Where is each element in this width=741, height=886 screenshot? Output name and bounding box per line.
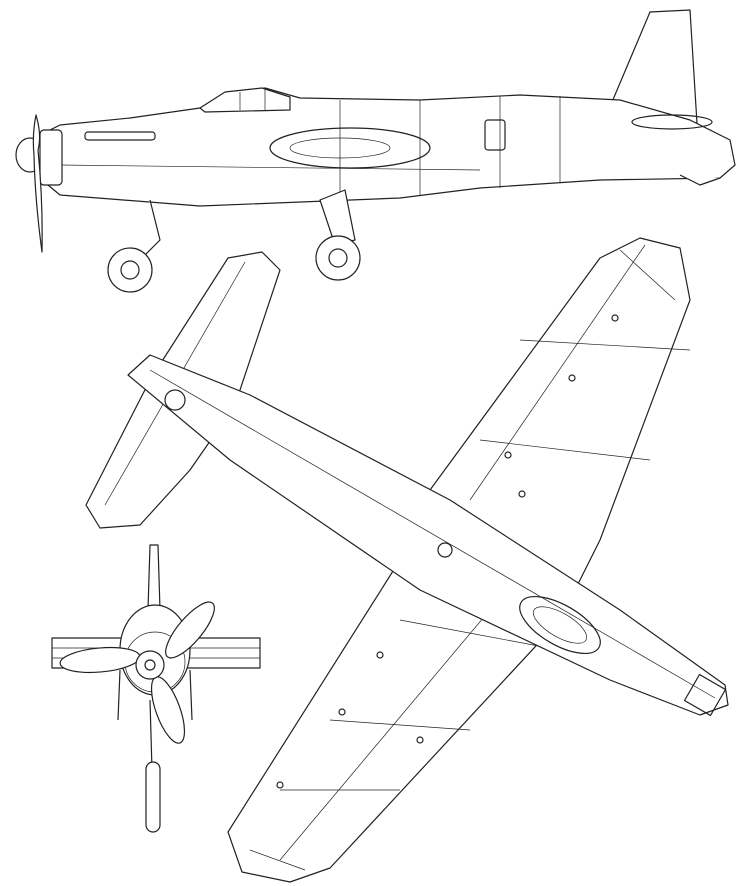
front-view <box>51 544 261 833</box>
side-view-propeller <box>32 114 43 253</box>
side-view-canopy <box>199 87 291 113</box>
side-view-main-wheel <box>315 235 361 281</box>
front-view-spinner <box>135 650 165 680</box>
top-view <box>85 237 729 883</box>
top-view-fuselage <box>127 354 729 716</box>
top-view-cockpit-canopy <box>519 596 601 654</box>
side-view-exhausts <box>84 131 156 141</box>
side-view <box>15 9 736 293</box>
front-view-fin <box>147 544 161 611</box>
side-view-wing-root <box>269 127 431 169</box>
front-view-nose-wheel <box>145 761 161 833</box>
side-view-nose-wheel <box>107 247 153 293</box>
